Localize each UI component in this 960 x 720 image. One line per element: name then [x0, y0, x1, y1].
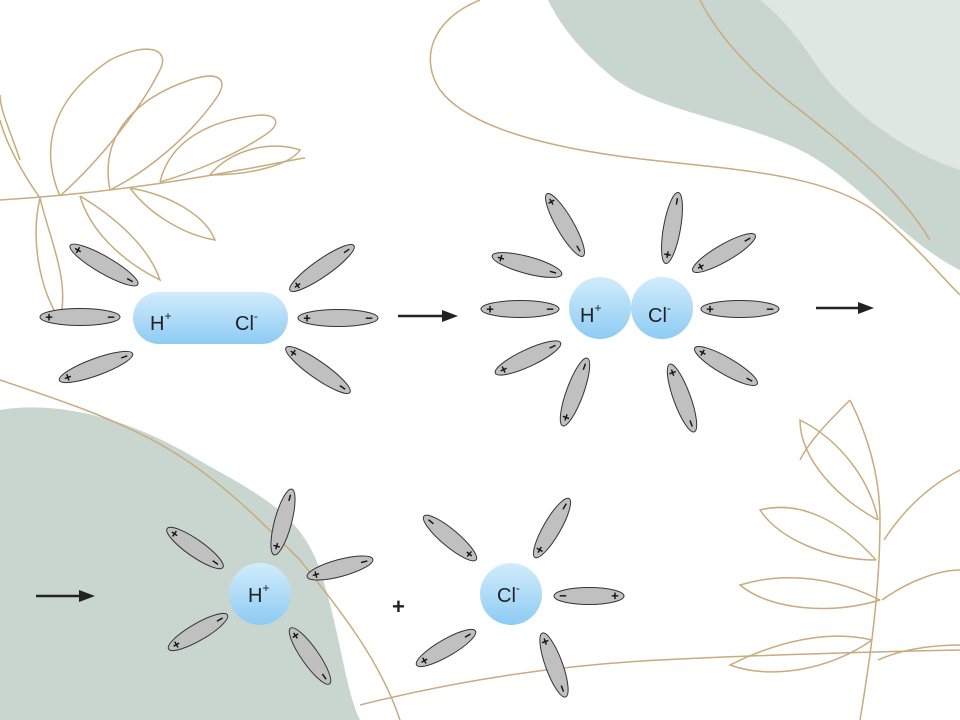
water-dipole-icon: +− [694, 344, 758, 388]
positive-pole-sign: + [268, 540, 285, 552]
water-dipole-icon: +− [553, 587, 625, 605]
positive-pole-sign: + [611, 589, 619, 604]
water-dipole-icon: +− [297, 309, 379, 327]
curve-line-bottom [359, 649, 960, 706]
water-dipoles: +−+−+−+−+−+−+−+−+−+−+−+−+−+−+−+−+−+−+−+−… [39, 192, 780, 698]
leaf-branch-icon [728, 399, 960, 720]
water-dipole-icon: +− [664, 363, 700, 433]
hcl-molecule: H+ Cl- [133, 292, 288, 344]
cl-ion-sphere [631, 277, 693, 339]
curve-line-left [0, 379, 401, 720]
water-dipole-icon: +− [543, 193, 587, 257]
cl-ion-sphere [480, 563, 542, 625]
water-dipole-icon: +− [285, 344, 351, 396]
positive-pole-sign: + [486, 302, 494, 317]
water-dipole-icon: +− [531, 497, 573, 559]
water-dipole-icon: +− [167, 611, 229, 653]
negative-pole-sign: − [281, 492, 298, 504]
water-dipole-icon: +− [306, 553, 374, 583]
h-ion-label: H+ [150, 309, 171, 335]
sage-blob-top-right-light [760, 0, 960, 170]
positive-pole-sign: + [659, 249, 675, 259]
h-ion-label: H+ [580, 301, 601, 327]
negative-pole-sign: − [669, 196, 685, 206]
cl-ion-label: Cl- [235, 309, 258, 335]
positive-pole-sign: + [303, 311, 311, 326]
negative-pole-sign: − [365, 311, 373, 326]
curve-line-top [429, 0, 960, 296]
water-dipole-icon: +− [659, 192, 685, 264]
h-ion-sphere [229, 563, 291, 625]
water-dipole-icon: +− [537, 632, 571, 698]
negative-pole-sign: − [359, 553, 371, 570]
hcl-molecule-body [133, 292, 288, 344]
water-dipole-icon: +− [491, 250, 563, 281]
h-ion-sphere [569, 277, 631, 339]
reaction-arrows [36, 302, 874, 602]
water-dipole-icon: +− [494, 338, 562, 378]
hydrated-h-ion: H+ [229, 563, 291, 625]
stretched-hcl: H+ Cl- [569, 277, 693, 339]
negative-pole-sign: − [547, 264, 559, 281]
negative-pole-sign: − [559, 589, 567, 604]
water-dipole-icon: +− [480, 300, 560, 318]
cl-ion-label: Cl- [648, 301, 671, 327]
water-dipole-icon: +− [58, 348, 134, 386]
positive-pole-sign: + [495, 250, 507, 267]
reaction-arrow-icon [816, 302, 874, 314]
water-dipole-icon: +− [69, 242, 139, 289]
reaction-arrow-icon [398, 310, 458, 322]
h-ion-label: H+ [248, 581, 269, 607]
water-dipole-icon: +− [289, 242, 355, 294]
negative-pole-sign: − [766, 302, 774, 317]
negative-pole-sign: − [546, 302, 554, 317]
water-dipole-icon: +− [423, 513, 478, 562]
positive-pole-sign: + [45, 310, 53, 325]
hydrated-cl-ion: Cl- [480, 563, 542, 625]
leaf-branch-icon [0, 48, 306, 322]
water-dipole-icon: +− [415, 627, 477, 669]
water-dipole-icon: +− [557, 357, 593, 427]
water-dipole-icon: +− [287, 627, 333, 685]
water-dipole-icon: +− [166, 525, 224, 571]
water-dipole-icon: +− [692, 231, 756, 275]
curve-line-top-2 [699, 0, 931, 241]
water-dipole-icon: +− [268, 488, 298, 556]
water-dipole-icon: +− [39, 308, 121, 326]
sage-blob-bottom-left [0, 407, 360, 720]
positive-pole-sign: + [310, 566, 322, 583]
plus-sign: + [392, 594, 405, 619]
negative-pole-sign: − [107, 310, 115, 325]
reaction-arrow-icon [36, 590, 95, 602]
cl-ion-label: Cl- [497, 581, 520, 607]
positive-pole-sign: + [706, 302, 714, 317]
water-dipole-icon: +− [700, 300, 780, 318]
